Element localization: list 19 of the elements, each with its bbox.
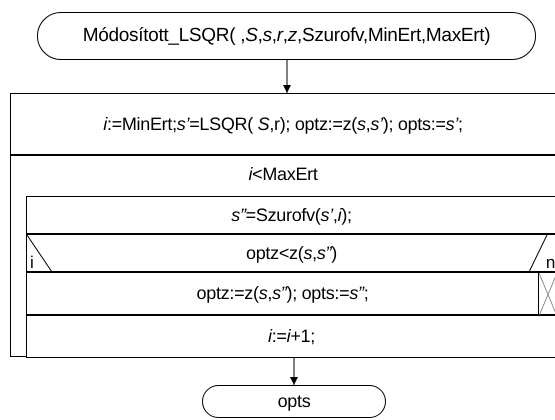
terminal-box <box>202 385 386 418</box>
loop-condition: i<MaxErt <box>248 164 318 185</box>
terminal-box <box>37 12 536 60</box>
statement-box <box>10 93 555 155</box>
condition-text: optz<z(s,s”) <box>246 242 337 264</box>
statement-text: opts <box>278 391 310 412</box>
statement-text: optz:=z(s,s”); opts:=s”; <box>196 283 368 304</box>
arrow <box>283 60 291 94</box>
statement-text: i:=i+1; <box>268 326 315 347</box>
arrow <box>290 356 298 386</box>
loop-box <box>10 155 555 357</box>
statement-box <box>26 272 538 315</box>
statement-text: s”=Szurofv(s’,i); <box>231 204 352 226</box>
statement-text: i:=MinErt;s’=LSQR( S,r); optz:=z(s,s’); opts:=s’; <box>103 114 463 134</box>
statement-box <box>26 196 555 234</box>
true-branch-label: i <box>30 254 34 271</box>
statement-box <box>26 315 555 358</box>
false-branch-label: n <box>546 254 555 271</box>
statement-text: Módosított_LSQR( ,S,s,r,z,Szurofv,MinErt,MaxErt) <box>82 25 490 47</box>
